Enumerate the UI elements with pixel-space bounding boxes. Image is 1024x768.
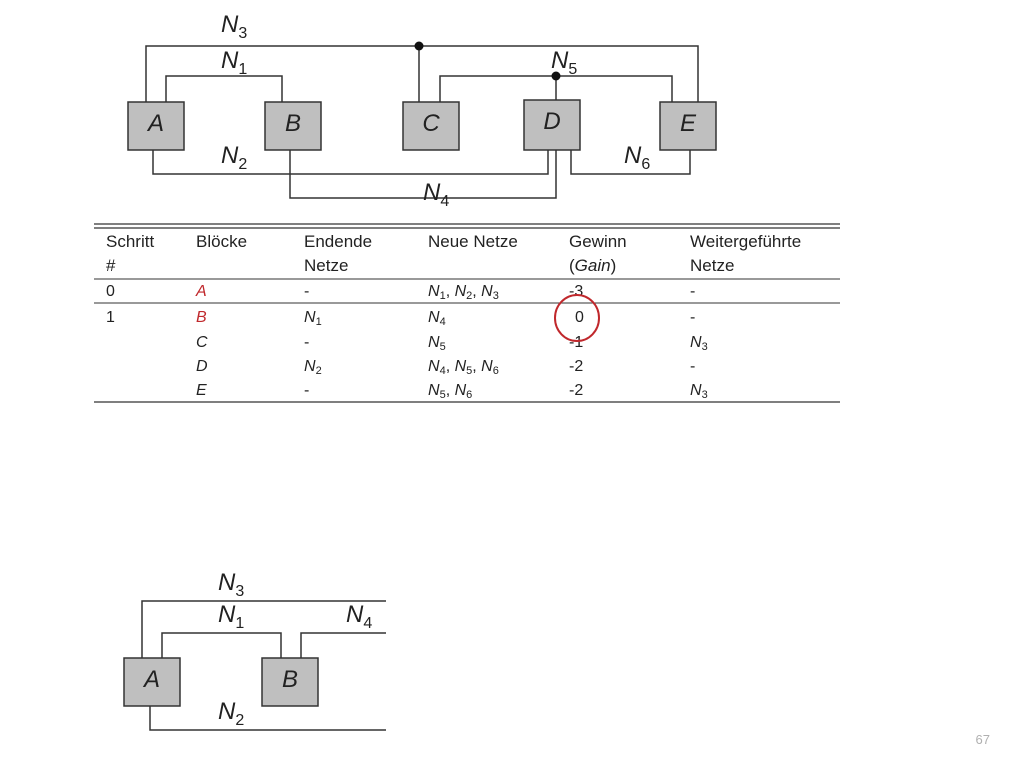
bottom-block-a-label: A xyxy=(142,666,160,693)
row4-new-nets: N5, N6 xyxy=(428,382,472,401)
row2-new-nets: N5 xyxy=(428,334,446,353)
row0-continued: - xyxy=(690,283,695,300)
row0-ending: - xyxy=(304,283,309,300)
block-d-label: D xyxy=(543,108,560,135)
row3-continued: - xyxy=(690,358,695,375)
net-n6-wire xyxy=(570,150,691,175)
net-n4-label: N4 xyxy=(423,179,449,210)
row1-gain: 0 xyxy=(575,309,584,326)
bottom-net-n4-label: N4 xyxy=(346,601,372,632)
row1-step: 1 xyxy=(106,309,115,326)
bottom-net-n1-label: N1 xyxy=(218,601,244,632)
row1-new-nets: N4 xyxy=(428,309,446,328)
row2-block: C xyxy=(196,334,208,351)
bottom-net-n1-wire xyxy=(161,632,282,658)
header-ending: Endende xyxy=(304,232,372,251)
net-n5-junction xyxy=(551,71,561,81)
block-c xyxy=(402,101,460,151)
row3-gain: -2 xyxy=(569,358,583,375)
row3-block: D xyxy=(196,358,208,375)
block-b-label: B xyxy=(285,110,301,137)
bottom-net-n2-label: N2 xyxy=(218,698,244,729)
net-n2-wire xyxy=(152,150,549,175)
row2-gain: -1 xyxy=(569,334,583,351)
row0-block: A xyxy=(195,283,207,300)
net-n5-label: N5 xyxy=(551,47,577,78)
row0-gain: -3 xyxy=(569,283,583,300)
row1-block: B xyxy=(196,309,207,326)
row0-new-nets: N1, N2, N3 xyxy=(428,283,499,302)
block-e xyxy=(659,101,717,151)
header-step-hash: # xyxy=(106,256,116,275)
row4-gain: -2 xyxy=(569,382,583,399)
header-new-nets: Neue Netze xyxy=(428,232,518,251)
net-n2-label: N2 xyxy=(221,142,247,173)
row2-continued: N3 xyxy=(690,334,708,353)
row1-ending: N1 xyxy=(304,309,322,328)
gain-table: Schritt # Blöcke Endende Netze Neue Netz… xyxy=(94,223,840,403)
row4-ending: - xyxy=(304,382,309,399)
net-n3-label: N3 xyxy=(221,11,247,42)
block-d xyxy=(523,99,581,151)
header-continued-nets: Netze xyxy=(690,256,734,275)
bottom-block-b xyxy=(261,657,319,707)
block-e-label: E xyxy=(680,110,697,137)
row3-new-nets: N4, N5, N6 xyxy=(428,358,499,377)
header-step: Schritt xyxy=(106,232,154,251)
bottom-net-n3-label: N3 xyxy=(218,569,244,600)
row3-ending: N2 xyxy=(304,358,322,377)
bottom-net-n4-wire xyxy=(300,632,386,658)
header-continued: Weitergeführte xyxy=(690,232,801,251)
net-n6-label: N6 xyxy=(624,142,650,173)
net-n4-wire xyxy=(289,150,557,199)
row0-step: 0 xyxy=(106,283,115,300)
bottom-block-b-label: B xyxy=(282,666,298,693)
block-b xyxy=(264,101,322,151)
net-n3-junction xyxy=(414,41,424,51)
net-n1-wire xyxy=(165,75,283,102)
bottom-net-n2-wire xyxy=(149,706,386,731)
header-gain: Gewinn xyxy=(569,232,627,251)
gain-highlight-circle xyxy=(554,294,600,342)
row2-ending: - xyxy=(304,334,309,351)
page-number: 67 xyxy=(976,732,990,747)
net-n1-label: N1 xyxy=(221,47,247,78)
block-c-label: C xyxy=(422,110,440,137)
header-gain-en: (Gain) xyxy=(569,256,616,275)
bottom-net-n3-wire xyxy=(141,600,386,658)
row4-block: E xyxy=(196,382,207,399)
row4-continued: N3 xyxy=(690,382,708,401)
header-ending-nets: Netze xyxy=(304,256,348,275)
bottom-diagram: A B N3 N1 N4 N2 xyxy=(123,569,386,731)
row1-continued: - xyxy=(690,309,695,326)
block-a xyxy=(127,101,185,151)
header-blocks: Blöcke xyxy=(196,232,247,251)
block-a-label: A xyxy=(146,110,164,137)
top-diagram: A B C D E N3 N1 N5 N2 N6 N4 xyxy=(127,11,717,210)
bottom-block-a xyxy=(123,657,181,707)
